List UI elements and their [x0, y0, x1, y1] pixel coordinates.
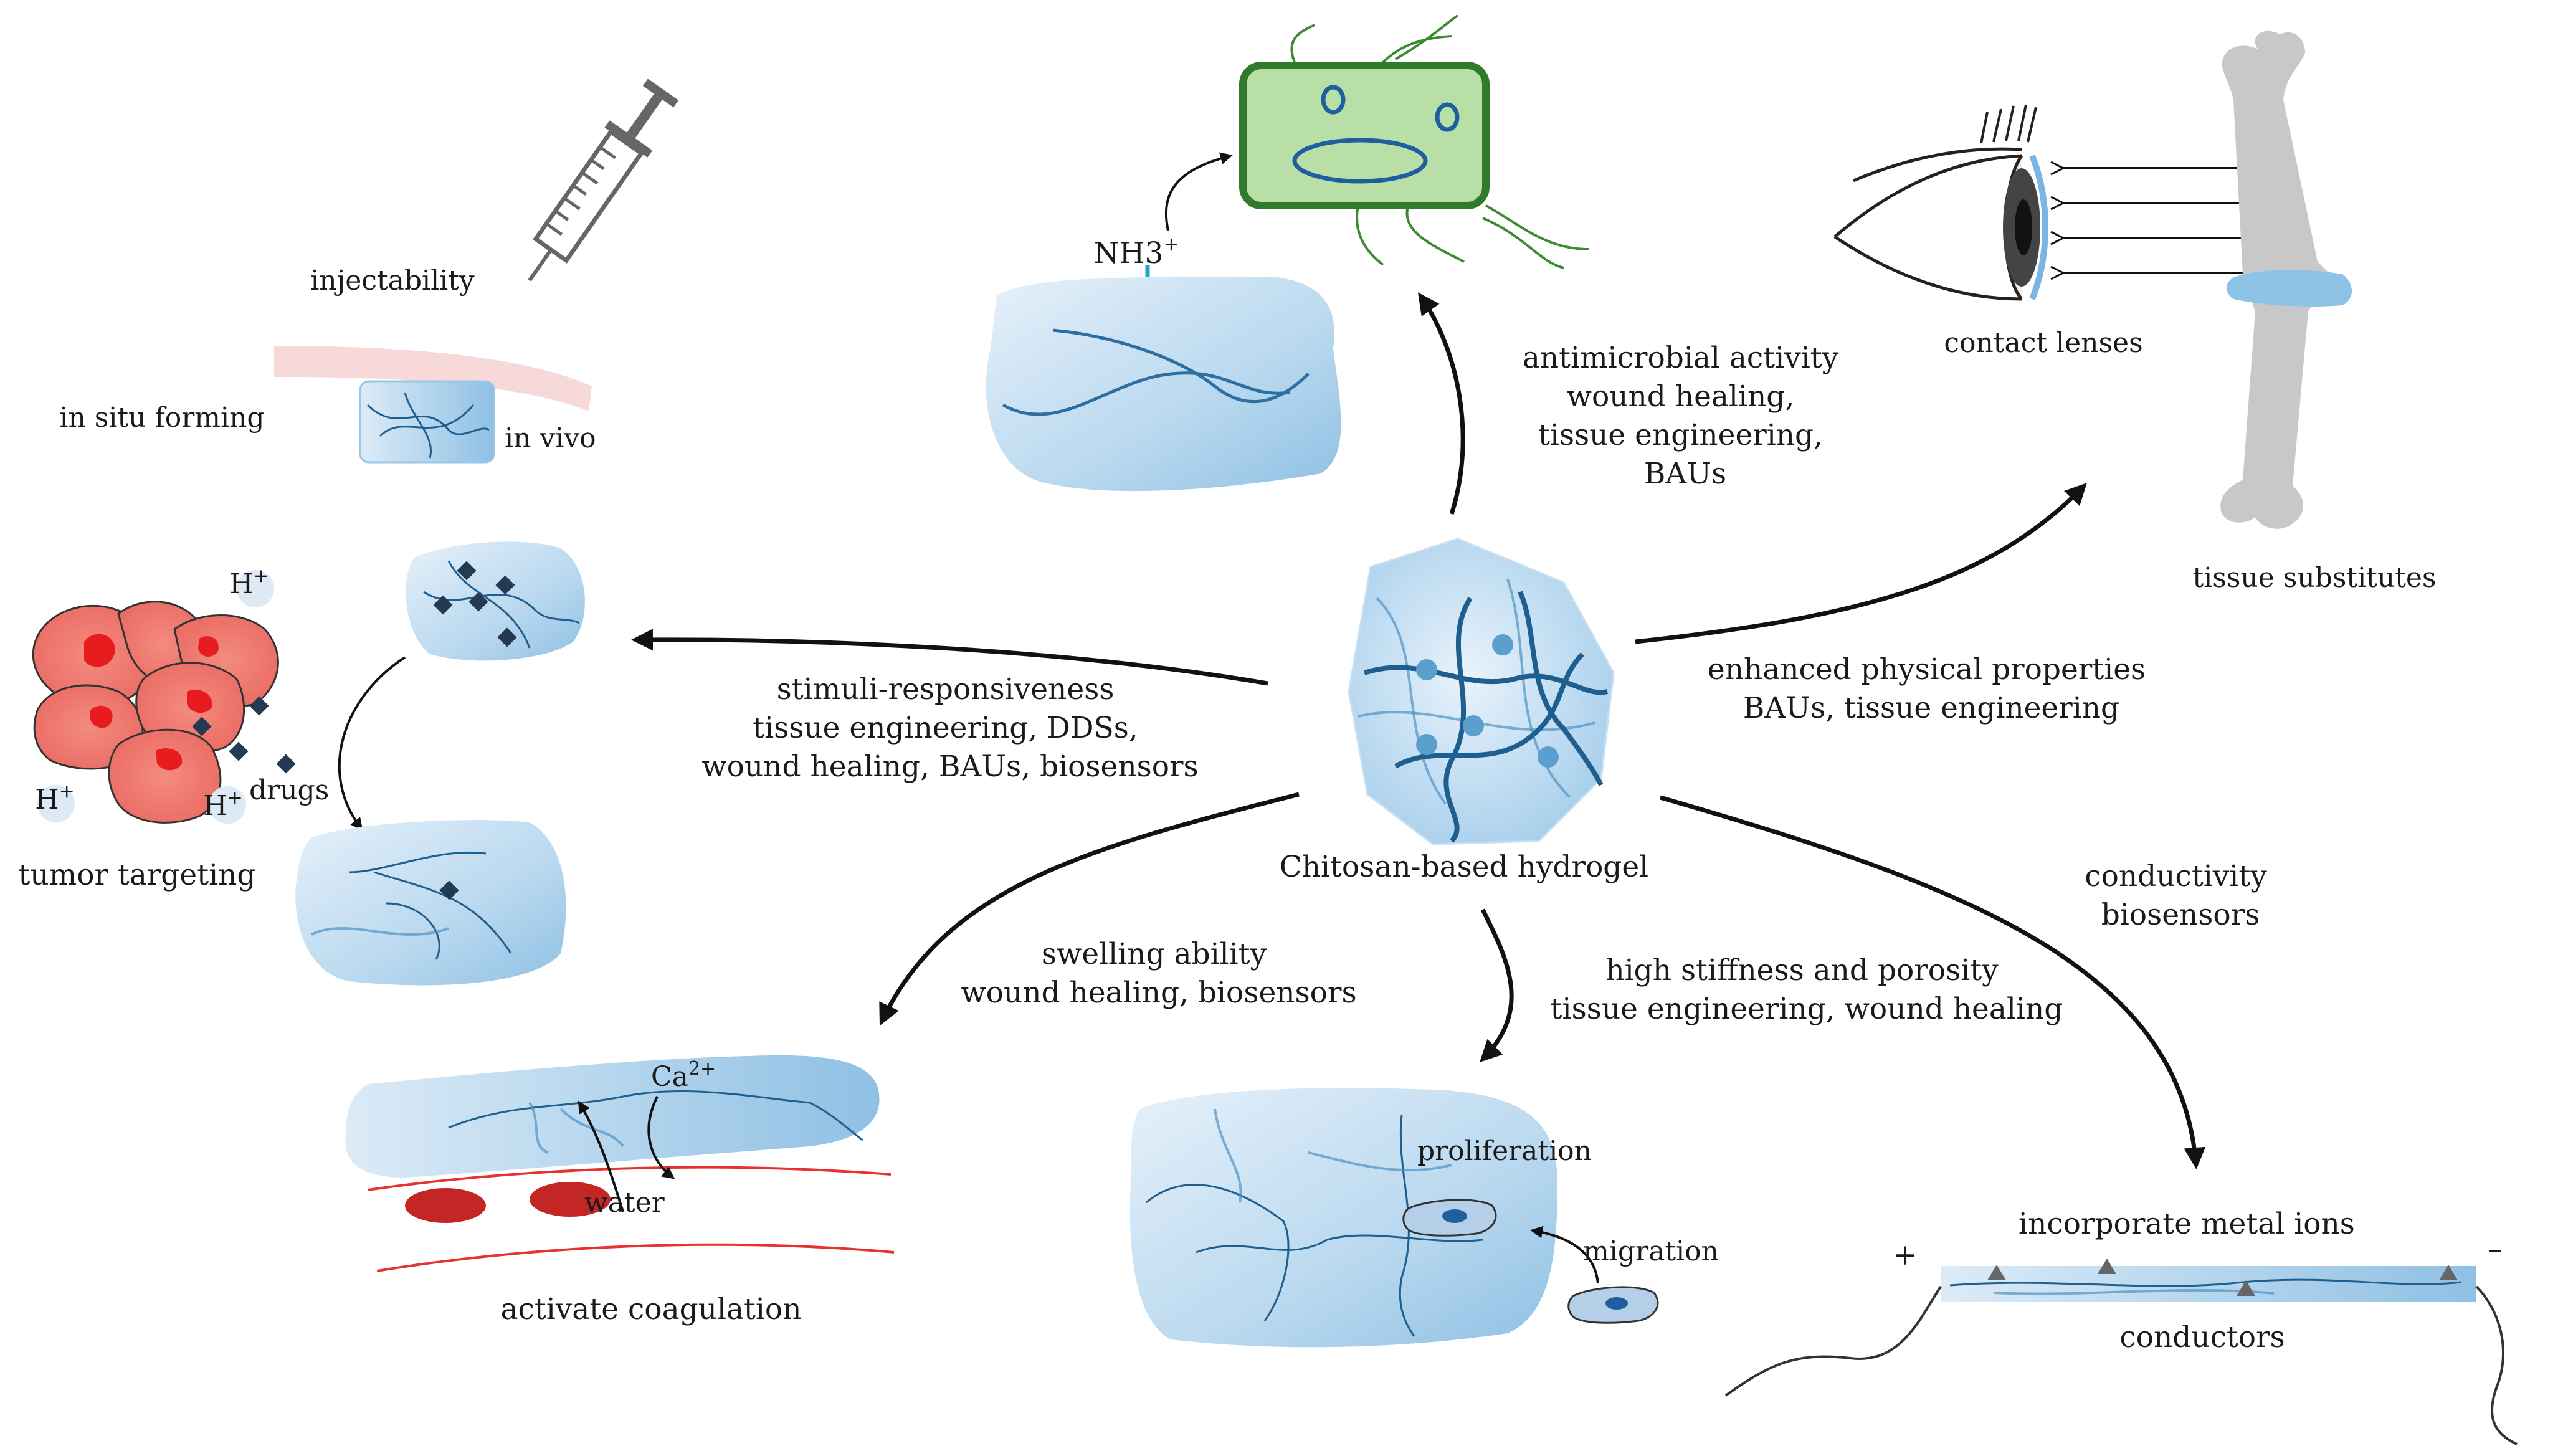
blood-vessel [367, 1166, 895, 1272]
tumor-targeting-label: tumor targeting [19, 858, 256, 892]
light-arrows [2062, 168, 2258, 273]
center-label: Chitosan-based hydrogel [1280, 850, 1648, 884]
tumor-cells-icon [32, 601, 296, 824]
swelling-text: swelling ability wound healing, biosenso… [961, 937, 1356, 1010]
stiffness-text: high stiffness and porosity tissue engin… [1551, 953, 2063, 1026]
antimicrobial-gel [986, 265, 1341, 492]
minus-sign: – [2488, 1232, 2503, 1266]
conductivity-text: conductivity biosensors [2085, 859, 2276, 932]
cell-icon [1567, 1286, 1659, 1324]
wire-left [1724, 1285, 1942, 1397]
arrow-to-antimicrobial [1417, 292, 1465, 515]
in-vivo-label: in vivo [505, 422, 596, 454]
proliferation-label: proliferation [1417, 1135, 1592, 1167]
conductors-label: conductors [2119, 1320, 2285, 1354]
metal-ions-label: incorporate metal ions [2019, 1207, 2355, 1241]
in-vivo-gel [359, 380, 495, 464]
drug-diamond-icon [276, 754, 296, 774]
syringe-icon [528, 79, 679, 282]
drugs-label: drugs [249, 774, 329, 806]
plus-sign: + [1893, 1238, 1917, 1272]
arrow-to-stimuli [631, 629, 1268, 686]
eye-icon [1833, 104, 2048, 301]
ca-ion-label: Ca2+ [651, 1058, 716, 1093]
arrow-to-swelling [879, 792, 1300, 1026]
stimuli-text: stimuli-responsiveness tissue engineerin… [701, 672, 1198, 784]
bone-icon [2220, 31, 2352, 529]
swelling-gel [345, 1055, 880, 1178]
drug-diamond-icon [192, 716, 212, 736]
proton-markers: H+ H+ H+ [35, 565, 274, 824]
in-situ-forming-label: in situ forming [59, 402, 264, 434]
arrow-migration [1530, 1225, 1599, 1284]
svg-text:H+: H+ [203, 787, 243, 822]
tissue-band [274, 346, 592, 411]
drug-diamond-icon [229, 741, 249, 761]
svg-text:H+: H+ [35, 781, 75, 816]
wire-right [2475, 1285, 2518, 1445]
tissue-substitutes-label: tissue substitutes [2192, 562, 2436, 594]
bacterium-icon [1239, 14, 1589, 269]
arrow-water-up [578, 1100, 624, 1212]
antimicrobial-text: antimicrobial activity wound healing, ti… [1523, 341, 1848, 491]
water-label: water [584, 1187, 665, 1219]
migration-label: migration [1583, 1235, 1719, 1267]
central-hydrogel [1348, 538, 1615, 845]
arrow-gel-release [338, 656, 406, 831]
activate-coagulation-label: activate coagulation [500, 1292, 801, 1326]
arrow-to-stiffness [1480, 908, 1514, 1062]
conductor-strip [1941, 1259, 2476, 1302]
arrow-ca-down [647, 1096, 675, 1179]
svg-text:H+: H+ [229, 565, 269, 600]
physical-text: enhanced physical properties BAUs, tissu… [1708, 652, 2155, 725]
arrow-to-bacterium [1164, 152, 1233, 231]
injectability-label: injectability [310, 265, 475, 297]
arrow-to-conductivity [1660, 795, 2206, 1169]
released-gel [295, 820, 566, 986]
arrow-to-physical [1635, 482, 2087, 644]
drug-diamond-icon [249, 696, 269, 716]
cell-icon [1402, 1199, 1497, 1237]
nh3-label: NH3+ [1093, 234, 1179, 270]
drug-loaded-gel [406, 541, 585, 661]
porous-gel [1129, 1088, 1557, 1348]
contact-lenses-label: contact lenses [1944, 327, 2142, 359]
